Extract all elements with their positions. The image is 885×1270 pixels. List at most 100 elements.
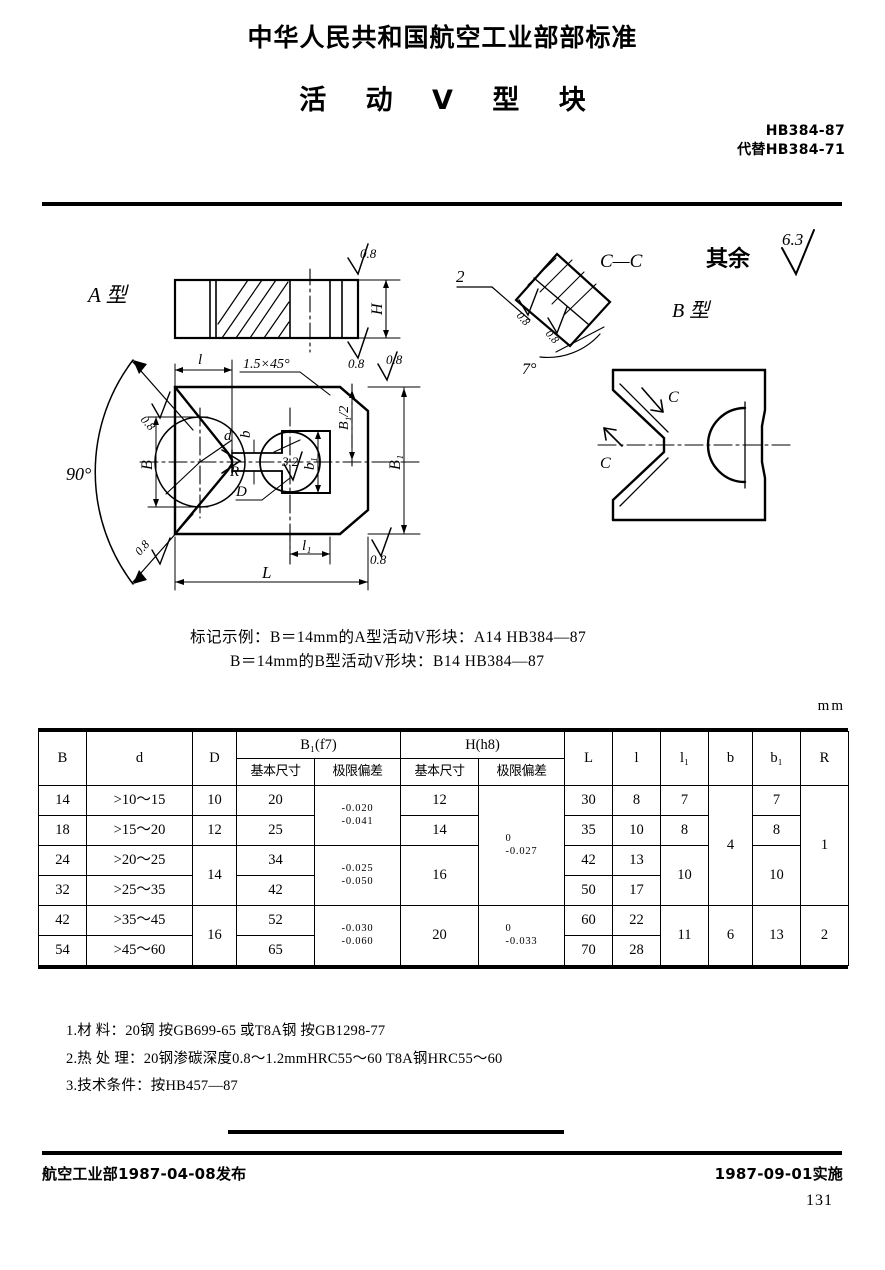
dim-d: d [224,428,232,444]
cell-l: 22 [612,905,662,936]
cell-b: 6 [708,905,754,966]
table-row: 14 >10～15 10 20 -0.020 -0.041 12 0 [38,785,850,906]
svg-text:0.8: 0.8 [370,552,387,567]
dim-L: L [261,563,271,582]
cell-d: >20～25 [86,845,193,876]
cell-d: >35～45 [86,905,193,936]
chamfer-label: 1.5×45° [243,357,290,372]
cell-D: 12 [192,815,237,846]
remainder-roughness-symbol: 6.3 [781,229,815,277]
H-dev-upper: 0 [505,833,512,845]
footer-effective: 1987-09-01实施 [714,1165,843,1183]
callout-2: 2 [456,267,465,286]
table-row: 32 >25～35 42 50 17 [38,875,849,906]
footer-divider [42,1151,842,1155]
B1-dev-lower: -0.041 [341,816,374,828]
table-row: 54 >45～60 65 70 28 [38,935,849,966]
cell-L: 70 [564,935,614,966]
table-bottom-rule [38,966,848,969]
cell-B: 14 [38,785,87,816]
cell-b1: 10 [752,845,802,906]
th-l: l [612,731,662,786]
cell-l: 13 [612,845,662,876]
cell-d: >10～15 [86,785,193,816]
dim-B: B [139,460,156,470]
B1-dev-upper: -0.030 [341,923,374,935]
angle-90-label: 90° [66,464,91,484]
cell-D: 16 [192,905,237,966]
type-a-label: A 型 [86,283,130,307]
cell-l: 10 [612,815,662,846]
cell-D: 14 [192,845,237,906]
notes-divider [228,1130,564,1134]
cell-l: 28 [612,935,662,966]
page-number: 131 [806,1192,833,1209]
cell-D: 10 [192,785,237,816]
B1-dev-lower: -0.060 [341,936,374,948]
section-arrow-c-top: C [668,389,679,406]
svg-text:3.2: 3.2 [281,454,299,469]
cell-B: 32 [38,875,87,906]
th-B1-basic: 基本尺寸 [236,758,315,786]
cell-d: >25～35 [86,875,193,906]
type-b-label: B 型 [672,300,712,322]
note-text: 20钢渗碳深度0.8～1.2mmHRC55～60 T8A钢HRC55～60 [143,1050,503,1067]
cell-d: >45～60 [86,935,193,966]
note-item: 3.技术条件：按HB457—87 [66,1073,856,1101]
header-divider [42,202,842,206]
roughness-symbol-top2: 0.8 [347,327,369,371]
cell-B: 24 [38,845,87,876]
th-l1: l₁ [660,731,710,786]
cell-L: 50 [564,875,614,906]
cell-H-dev: 0 -0.033 [477,905,566,966]
cell-B: 18 [38,815,87,846]
note-item: 2.热 处 理：20钢渗碳深度0.8～1.2mmHRC55～60 T8A钢HRC… [66,1046,856,1074]
cell-L: 42 [564,845,614,876]
unit-label: mm [817,698,845,714]
cell-B1: 42 [236,875,315,906]
standard-number: HB384-87 [765,123,845,139]
th-B1-group: B₁(f7) [236,731,401,759]
B1-dev-upper: -0.025 [341,863,374,875]
note-item: 1.材 料：20钢 按GB699-65 或T8A钢 按GB1298-77 [66,1018,856,1046]
spec-table: B d D B₁(f7) H(h8) L l l₁ b b₁ R 基本尺寸 极限… [38,731,850,966]
cell-b: 4 [708,785,754,906]
svg-text:0.8: 0.8 [360,246,377,261]
th-H-group: H(h8) [399,731,566,759]
dim-b: b [238,430,254,438]
th-H-dev: 极限偏差 [477,758,566,786]
svg-text:6.3: 6.3 [782,230,803,249]
roughness-symbol-right-top: 0.8 [377,351,403,382]
H-dev-upper: 0 [505,923,512,935]
spec-table-body: 14 >10～15 10 20 -0.020 -0.041 12 0 [38,785,850,966]
dim-D: D [235,484,247,500]
note-label: 热 处 理： [77,1050,144,1067]
cell-H: 20 [400,905,479,966]
note-index: 3. [66,1078,78,1095]
dim-H-top: H [369,302,386,316]
section-arrow-c-bottom: C [600,455,611,472]
note-label: 材 料： [77,1023,126,1039]
marking-line-2: B＝14mm的B型活动V形块：B14 HB384—87 [230,653,545,671]
cell-l1: 10 [660,845,710,906]
ministry-heading: 中华人民共和国航空工业部部标准 [247,23,638,52]
dim-B1: B₁ [387,455,404,470]
cell-B1: 34 [236,845,315,876]
note-index: 1. [66,1023,78,1039]
roughness-flank-lower: 0.8 [132,537,152,558]
drawing-svg: A 型 [66,229,815,591]
dim-b1: b₁ [302,457,318,470]
cell-B1: 20 [236,785,315,816]
svg-text:0.8: 0.8 [348,356,365,371]
angle-7-label: 7° [522,361,537,378]
H-dev-lower: -0.027 [505,846,538,858]
cell-B: 42 [38,905,87,936]
dim-l1: l₁ [302,538,311,554]
dim-l: l [198,352,202,368]
th-D: D [192,731,237,786]
table-row: 18 >15～20 12 25 14 35 10 8 8 [38,815,849,846]
table-row: 42 >35～45 16 52 -0.030 -0.060 20 0 [38,905,850,966]
roughness-symbol-top: 0.8 [347,243,377,276]
cell-L: 35 [564,815,614,846]
